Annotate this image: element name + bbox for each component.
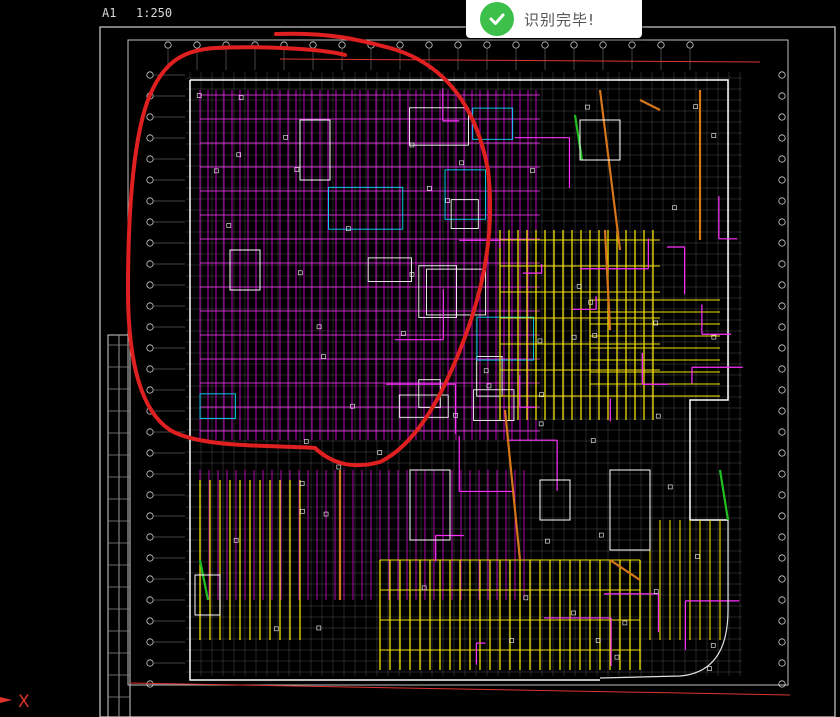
title-block [107,334,131,717]
recognition-toast: 识别完毕! [466,0,642,38]
ucs-line-top [279,58,761,63]
toast-message: 识别完毕! [524,10,596,29]
floor-plan [186,72,743,681]
axis-bubbles [146,41,786,688]
ucs-x-label: X [18,692,30,712]
ucs-line [129,682,791,696]
drawing-border [127,39,789,686]
ucs-x-arrow-icon [0,697,12,703]
check-circle-icon [480,2,514,36]
curved-wall [599,520,729,679]
highlight-loop [125,31,493,468]
sheet-scale: 1:250 [136,6,173,20]
sheet-number: A1 [102,6,117,20]
